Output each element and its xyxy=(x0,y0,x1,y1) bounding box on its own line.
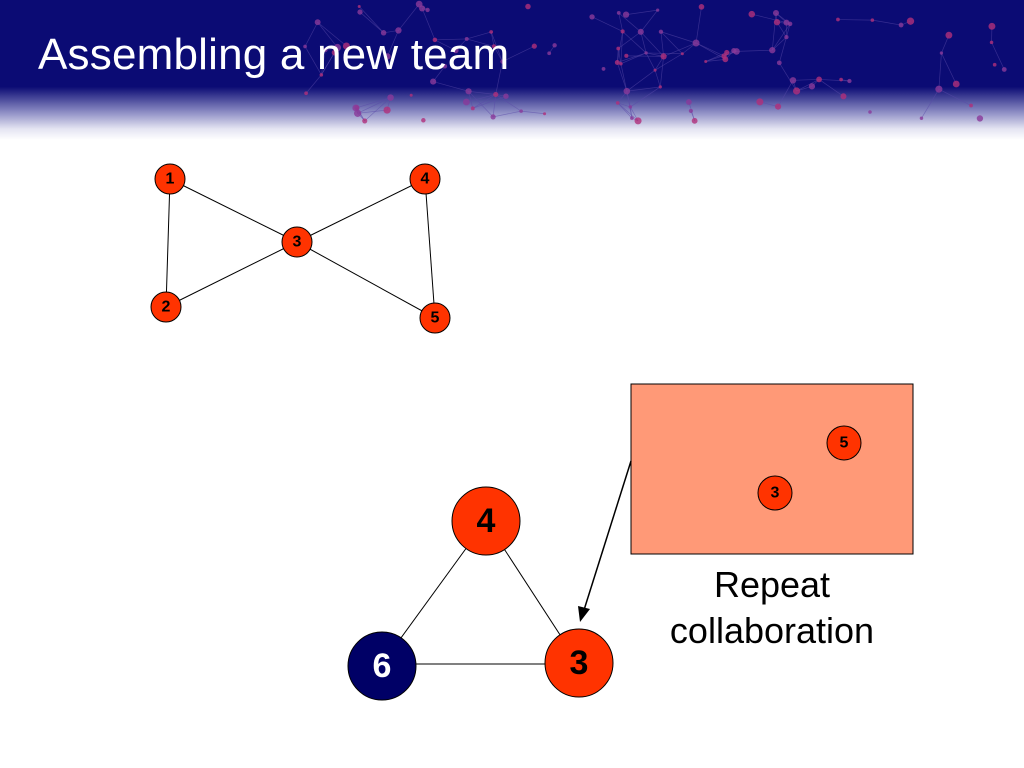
team-node-6-newcomer: 6 xyxy=(347,631,417,701)
edge-3-4 xyxy=(296,178,426,243)
svg-text:1: 1 xyxy=(166,171,175,188)
team-node-3: 3 xyxy=(544,628,614,698)
svg-text:4: 4 xyxy=(477,502,496,540)
network-node-4: 4 xyxy=(409,163,441,195)
repeat-collaboration-arrow xyxy=(578,460,632,622)
svg-text:5: 5 xyxy=(431,310,440,327)
box-node-5: 5 xyxy=(826,425,862,461)
svg-text:6: 6 xyxy=(373,647,392,685)
header-background xyxy=(0,0,1024,140)
edge-1-2 xyxy=(165,178,171,308)
svg-text:3: 3 xyxy=(771,485,780,502)
network-node-3: 3 xyxy=(281,226,313,258)
edge-4-5 xyxy=(424,178,436,319)
repeat-collaboration-caption: Repeat collaboration xyxy=(640,562,904,654)
network-node-1: 1 xyxy=(154,163,186,195)
svg-text:2: 2 xyxy=(162,299,171,316)
network-edges xyxy=(165,178,436,319)
box-node-3: 3 xyxy=(757,475,793,511)
caption-line-1: Repeat xyxy=(713,564,831,605)
edge-3-5 xyxy=(296,241,436,319)
header-network-pattern xyxy=(303,0,1007,125)
svg-text:3: 3 xyxy=(570,644,589,682)
caption-line-2: collaboration xyxy=(669,610,875,651)
collaboration-network: 1 2 3 4 5 xyxy=(150,163,451,334)
network-node-2: 2 xyxy=(150,291,182,323)
network-node-5: 5 xyxy=(419,302,451,334)
repeat-collaboration-box: 5 3 xyxy=(630,383,914,555)
edge-2-3 xyxy=(165,241,298,308)
team-node-4: 4 xyxy=(451,486,521,556)
svg-text:5: 5 xyxy=(840,435,849,452)
new-team: 4 6 3 xyxy=(347,486,614,701)
svg-text:4: 4 xyxy=(421,171,430,188)
slide-title: Assembling a new team xyxy=(38,30,510,79)
svg-text:3: 3 xyxy=(293,234,302,251)
edge-1-3 xyxy=(169,178,298,243)
slide-header: Assembling a new team xyxy=(0,0,1024,140)
